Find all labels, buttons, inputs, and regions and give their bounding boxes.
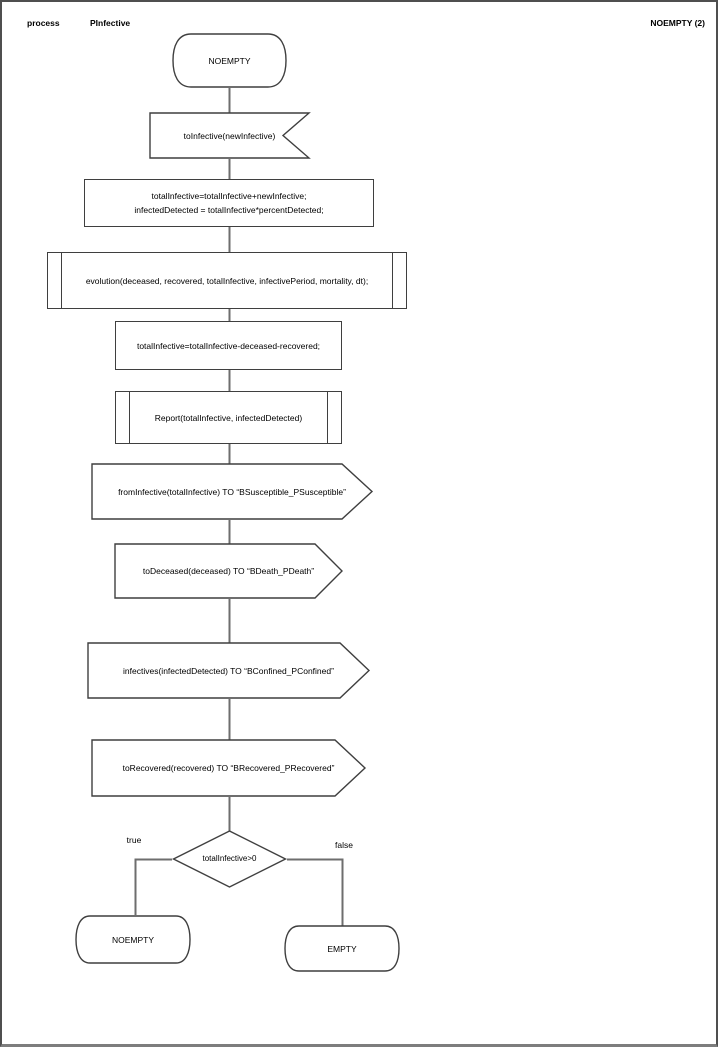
decision-diamond: totalInfective>0 xyxy=(171,830,288,888)
assignment-line-1: totalInfective=totalInfective+newInfecti… xyxy=(151,191,307,201)
process-title: PInfective xyxy=(90,18,131,28)
assignment-block: totalInfective=totalInfective+newInfecti… xyxy=(84,179,374,227)
receive-message-shape: toInfective(newInfective) xyxy=(149,112,311,159)
predefined-process-bar xyxy=(129,392,131,443)
send-infectives-shape: infectives(infectedDetected) TO “BConfin… xyxy=(87,642,371,699)
total-update-block: totalInfective=totalInfective-deceased-r… xyxy=(115,321,342,370)
end-state-noempty: NOEMPTY xyxy=(75,915,191,964)
evolution-call-block: evolution(deceased, recovered, totalInfe… xyxy=(47,252,407,309)
send-to-recovered-label: toRecovered(recovered) TO “BRecovered_PR… xyxy=(122,763,335,773)
send-from-infective-label: fromInfective(totalInfective) TO “BSusce… xyxy=(118,486,346,497)
predefined-process-bar xyxy=(326,392,328,443)
send-from-infective-shape: fromInfective(totalInfective) TO “BSusce… xyxy=(91,463,374,520)
end-state-empty-label: EMPTY xyxy=(327,943,357,954)
connector-false-branch xyxy=(287,858,344,926)
start-state-label: NOEMPTY xyxy=(208,55,251,66)
predefined-process-bar xyxy=(61,253,63,308)
connector-true-branch xyxy=(134,858,172,915)
send-to-deceased-label: toDeceased(deceased) TO “BDeath_PDeath” xyxy=(142,566,315,576)
process-kind-label: process xyxy=(27,18,60,28)
decision-label: totalInfective>0 xyxy=(202,854,257,863)
report-call-label: Report(totalInfective, infectedDetected) xyxy=(154,412,303,423)
corner-reference-label: NOEMPTY (2) xyxy=(650,18,705,28)
send-infectives-label: infectives(infectedDetected) TO “BConfin… xyxy=(123,665,334,676)
start-state: NOEMPTY xyxy=(172,33,287,88)
receive-message-label: toInfective(newInfective) xyxy=(183,130,276,141)
true-branch-label: true xyxy=(126,835,142,845)
assignment-line-2: infectedDetected = totalInfective*percen… xyxy=(134,205,324,215)
predefined-process-bar xyxy=(391,253,393,308)
evolution-call-label: evolution(deceased, recovered, totalInfe… xyxy=(85,275,369,286)
false-branch-label: false xyxy=(335,840,353,850)
report-call-block: Report(totalInfective, infectedDetected) xyxy=(115,391,342,444)
end-state-empty: EMPTY xyxy=(284,925,400,972)
total-update-label: totalInfective=totalInfective-deceased-r… xyxy=(136,340,321,351)
end-state-noempty-label: NOEMPTY xyxy=(111,934,155,945)
send-to-deceased-shape: toDeceased(deceased) TO “BDeath_PDeath” xyxy=(114,543,343,599)
send-to-recovered-shape: toRecovered(recovered) TO “BRecovered_PR… xyxy=(91,739,367,797)
